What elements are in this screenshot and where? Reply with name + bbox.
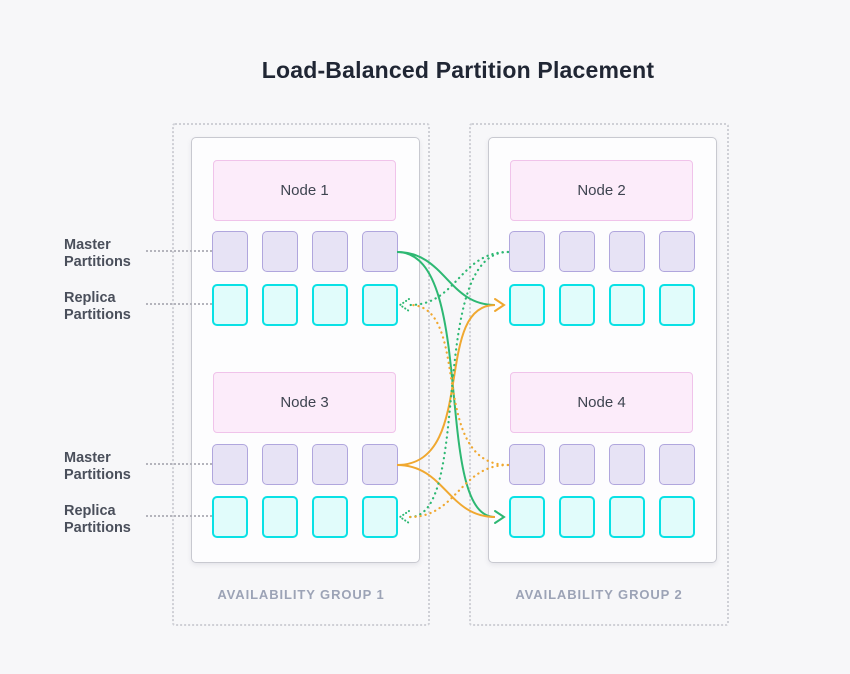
replica-partition-box — [312, 284, 348, 326]
master-partition-box — [212, 444, 248, 485]
node-4-master-row — [509, 444, 695, 485]
page-title: Load-Balanced Partition Placement — [261, 57, 655, 83]
replica-partition-box — [262, 496, 298, 538]
node-1-header: Node 1 — [213, 160, 396, 221]
node-3-replica-row — [212, 496, 398, 538]
availability-group-2-label: AVAILABILITY GROUP 2 — [515, 587, 683, 602]
availability-group-1: Node 1 Node 3 — [172, 123, 430, 626]
replica-partition-box — [559, 284, 595, 326]
label-connector-line — [146, 515, 212, 517]
node-4-header: Node 4 — [510, 372, 693, 433]
master-partition-box — [262, 444, 298, 485]
replica-partition-box — [509, 284, 545, 326]
master-partition-box — [609, 444, 645, 485]
group-2-nodes-panel: Node 2 Node 4 — [488, 137, 717, 563]
replica-partition-box — [212, 284, 248, 326]
master-partition-box — [212, 231, 248, 272]
replica-partition-box — [659, 284, 695, 326]
node-2-replica-row — [509, 284, 695, 326]
master-partitions-label-node3: Master Partitions — [64, 450, 131, 483]
replica-partition-box — [262, 284, 298, 326]
replica-partition-box — [212, 496, 248, 538]
master-partitions-label-node1: Master Partitions — [64, 237, 131, 270]
master-partition-box — [312, 444, 348, 485]
label-connector-line — [146, 250, 212, 252]
replica-partitions-label-node3: Replica Partitions — [64, 503, 131, 536]
master-partition-box — [509, 444, 545, 485]
master-partition-box — [262, 231, 298, 272]
group-1-nodes-panel: Node 1 Node 3 — [191, 137, 420, 563]
master-partition-box — [362, 444, 398, 485]
node-2-master-row — [509, 231, 695, 272]
master-partition-box — [609, 231, 645, 272]
availability-group-1-label: AVAILABILITY GROUP 1 — [217, 587, 385, 602]
node-2-header: Node 2 — [510, 160, 693, 221]
master-partition-box — [559, 231, 595, 272]
label-connector-line — [146, 303, 212, 305]
node-4-replica-row — [509, 496, 695, 538]
replica-partition-box — [559, 496, 595, 538]
master-partition-box — [312, 231, 348, 272]
replica-partitions-label-node1: Replica Partitions — [64, 290, 131, 323]
availability-group-2: Node 2 Node 4 — [469, 123, 729, 626]
node-3-master-row — [212, 444, 398, 485]
master-partition-box — [659, 231, 695, 272]
node-1-master-row — [212, 231, 398, 272]
replica-partition-box — [362, 284, 398, 326]
master-partition-box — [559, 444, 595, 485]
replica-partition-box — [312, 496, 348, 538]
replica-partition-box — [659, 496, 695, 538]
replica-partition-box — [609, 284, 645, 326]
master-partition-box — [362, 231, 398, 272]
label-connector-line — [146, 463, 212, 465]
replica-partition-box — [609, 496, 645, 538]
node-3-header: Node 3 — [213, 372, 396, 433]
node-1-replica-row — [212, 284, 398, 326]
replica-partition-box — [362, 496, 398, 538]
replica-partition-box — [509, 496, 545, 538]
master-partition-box — [509, 231, 545, 272]
master-partition-box — [659, 444, 695, 485]
